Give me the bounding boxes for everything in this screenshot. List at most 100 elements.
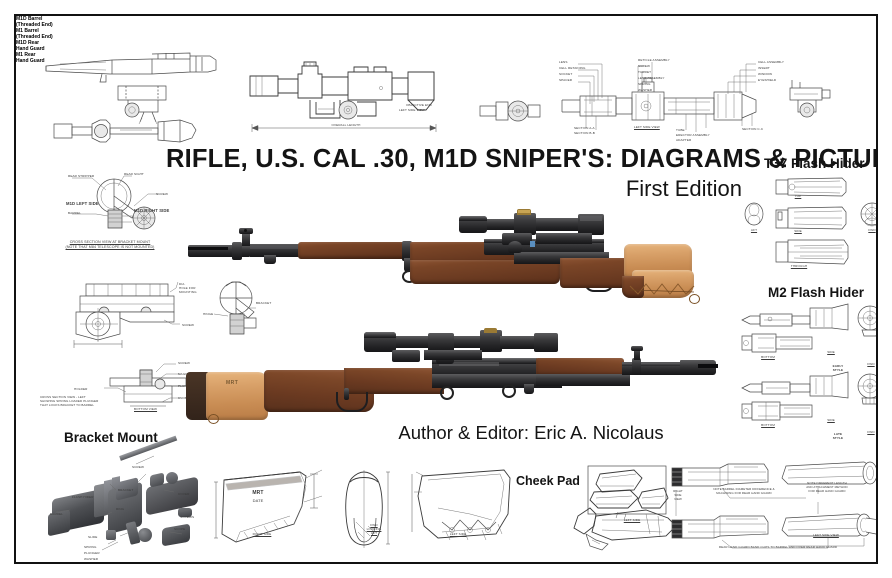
cheekpad-mrt-label: MRT	[252, 490, 264, 496]
scope-left-side-view-label: LEFT SIDE VIEW	[399, 108, 425, 112]
cs-label-m1d-right-side: M1D RIGHT SIDE	[134, 208, 170, 213]
poster-frame: OVERALL LENGTH OBJECTIVE END LEFT SIDE V…	[14, 14, 878, 564]
bracket-note-line3: THAT LOCKS BRACKET TO BARREL	[40, 403, 95, 407]
cheekpad-right-side-label: RIGHT SIDE	[252, 532, 272, 536]
cutaway-label-turret: TURRET	[638, 70, 652, 74]
cutaway-label-sec-cc: SECTION C-C	[742, 127, 764, 131]
note-barrel-dia-line2: MACHINING FOR REAR HAND GUARD	[716, 491, 772, 495]
m1-barrel-title-line1: M1 Barrel	[16, 28, 39, 34]
cs-label-rear-stripper: REAR STRIPPER	[68, 174, 95, 178]
cutaway-label-socket: SOCKET	[559, 72, 573, 76]
top-right-scope-icon	[789, 80, 831, 118]
section-title-m2-flash-hider: M2 Flash Hider	[768, 285, 865, 300]
m2-early-label-bottom: BOTTOM	[761, 355, 775, 359]
bmp-label-scope: SCOPE	[174, 527, 186, 531]
poster-canvas: OVERALL LENGTH OBJECTIVE END LEFT SIDE V…	[16, 16, 876, 562]
cutaway-label-spacer: SPACER	[559, 78, 573, 82]
bmp-label-screws: SCREWS	[180, 515, 195, 519]
cheekpad-photo-left-side-label: LEFT SIDE	[623, 518, 641, 522]
cutaway-label-washer: WASHER	[638, 88, 653, 92]
cutaway-label-cell-retaining: CELL RETAINING	[559, 66, 586, 70]
cheek-pad-stamp: MRT	[226, 380, 239, 386]
cheek-pad-photos-drawing	[573, 465, 677, 551]
cheekpad-fwd-looking-aft-view	[345, 470, 390, 548]
bracket-mount-exploded-photo	[46, 435, 226, 562]
scope-objective-end-label: OBJECTIVE END	[406, 103, 432, 107]
note-attach-line2: AND ATTACHMENT METHOD	[806, 485, 848, 489]
cutaway-label-sec-bb: SECTION B-B	[574, 131, 595, 135]
cs-label-m1d-left-side: M1D LEFT SIDE	[66, 201, 99, 206]
barrel-handguard-comparison-drawing	[671, 461, 876, 549]
cs-caption-line1: CROSS SECTION VIEW AT BRACKET MOUNT	[69, 240, 151, 244]
m1-guard-title-line2: Hand Guard	[16, 58, 45, 64]
scope-dimension-drawing	[249, 61, 437, 132]
bracket-plunger-cross-section	[104, 363, 187, 407]
scope-rear-view-lineart	[479, 100, 541, 122]
cheek-pad-title-text: Cheek Pad	[516, 474, 580, 488]
cheekpad-left-side-label: LEFT SIDE	[449, 532, 467, 536]
cutaway-label-sec-aa: SECTION A-A	[574, 126, 595, 130]
t37-label-fwd: FWD	[868, 228, 876, 232]
author-credit: Author & Editor: Eric A. Nicolaus	[398, 422, 664, 443]
bracket-label-screw-right: SCREW	[182, 323, 195, 327]
m1d-barrel-title-line1: M1D Barrel	[16, 16, 43, 22]
cutaway-label-screw: SCREW	[638, 64, 651, 68]
section-title-bracket-mount: Bracket Mount	[64, 430, 158, 445]
cutaway-label-lens: LENS	[559, 60, 568, 64]
bracket-label-bracket: BRACKET	[256, 301, 272, 305]
m2-late-label-bottom: BOTTOM	[761, 423, 775, 427]
m2-flash-hider-late-drawing	[741, 371, 876, 421]
cs-caption-line2: (NOTE THAT M84 TELESCOPE IS NOT MOUNTED)	[65, 245, 155, 249]
note-barrel-dia-line1: NOTE BARREL DIAMETER DIFFERENCE &	[713, 487, 775, 491]
m2-early-label-fwd: FWD	[867, 362, 875, 366]
bmp-label-spring: SPRING	[84, 545, 97, 549]
bracket-technical-drawing	[73, 281, 180, 348]
bmp-label-bracket: BRACKET	[118, 488, 134, 492]
t37-label-through: THROUGH	[790, 264, 808, 268]
scope-cutaway-drawing	[561, 62, 757, 132]
bracket-label-knob: KNOB	[178, 396, 188, 400]
cheekpad-right-side-view	[214, 469, 323, 543]
m1-guard-title-line1: M1 Rear	[16, 52, 36, 58]
cutaway-label-spring: SPRING	[638, 82, 651, 86]
bmp-label-slide: SLIDE	[88, 535, 98, 539]
m1d-guard-title-line1: M1D Rear	[16, 40, 40, 46]
cheek-pad-lacing-top	[629, 283, 695, 295]
section-title-cheek-pad: Cheek Pad	[516, 474, 580, 489]
note-attach-line1: NOTE DIFFERENT LENGTH	[807, 481, 847, 485]
bracket-label-screw-2: SCREW	[178, 361, 191, 365]
cutaway-label-lens-assembly: LENS ASSEMBLY	[638, 76, 665, 80]
cs-label-rear-sight: REAR SIGHT	[124, 172, 144, 176]
bracket-label-plunger: PLUNGER	[178, 384, 194, 389]
bracket-label-hinge: HINGE	[203, 312, 214, 316]
bmp-label-plunger: PLUNGER	[84, 551, 100, 555]
page-subtitle: First Edition	[625, 176, 742, 201]
section-title-t37-flash-hider: T37 Flash Hider	[764, 156, 865, 171]
bmp-label-cover: COVER	[178, 492, 190, 496]
bracket-photo-leaders	[55, 455, 189, 551]
cutaway-label-adapter: ADAPTER	[676, 138, 692, 142]
cheekpad-left-side-view	[411, 469, 511, 541]
cutaway-label-window: WINDOW	[758, 72, 773, 76]
cross-section-bracket-drawing	[72, 175, 158, 230]
m1d-barrel-title-line2: (Threaded End)	[16, 22, 53, 28]
bracket-note-line2: SHOWING SPRING LOADED PLUNGER	[40, 399, 99, 403]
bracket-label-magnet: MAGNET	[178, 372, 192, 376]
m2-flash-hider-early-drawing	[741, 303, 876, 353]
bracket-label-holder: HOLDER	[74, 387, 88, 391]
bmp-label-washer: WASHER	[84, 557, 99, 561]
bracket-dia-note-1: DIA.	[179, 282, 186, 286]
bmp-label-screw: SCREW	[132, 465, 145, 469]
t37-label-aft: AFT	[750, 228, 758, 232]
bracket-dia-note-2: HOLE FOR	[179, 286, 196, 290]
bracket-dia-note-3: MOUNTING	[179, 290, 197, 294]
cutaway-label-tube: TUBE	[676, 128, 685, 132]
cutaway-label-erector-assembly: ERECTOR ASSEMBLY	[676, 133, 710, 137]
bracket-bottom-view-label: BOTTOM VIEW	[134, 407, 158, 411]
bracket-hinge-side-view	[213, 281, 257, 335]
